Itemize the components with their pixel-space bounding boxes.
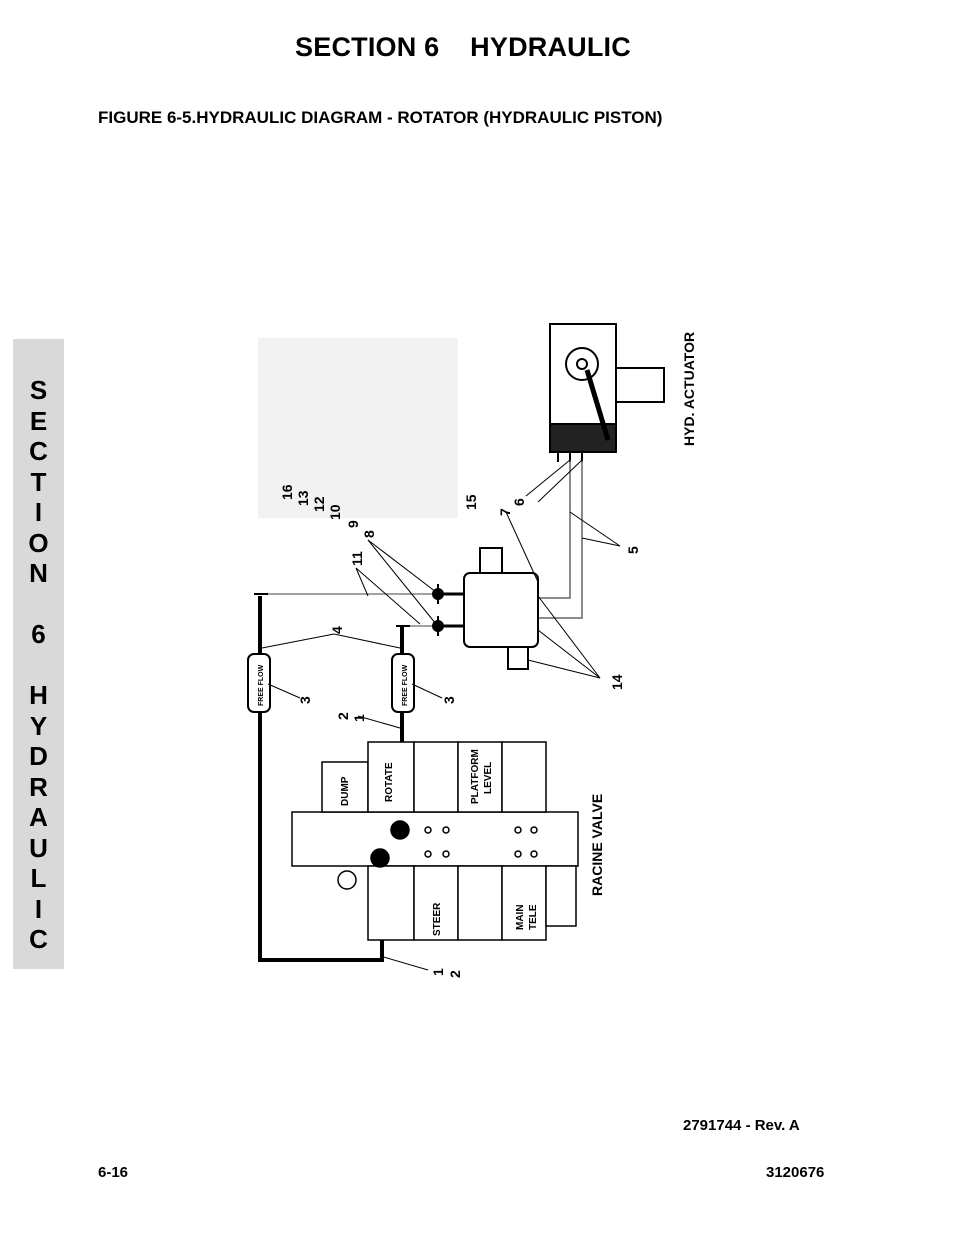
pilot-lines <box>438 592 464 628</box>
counterbalance-valve-block <box>463 547 539 670</box>
side-tab-letter: R <box>29 771 48 802</box>
side-tab-letter: Y <box>29 710 48 741</box>
callout-6: 6 <box>511 498 527 506</box>
free-flow-label-1: FREE FLOW <box>258 664 265 706</box>
dump-label: DUMP <box>340 776 351 806</box>
side-tab-letter: S <box>29 375 48 405</box>
tele-label: TELE <box>528 904 539 930</box>
racine-valve-label: RACINE VALVE <box>589 794 605 896</box>
callout-14: 14 <box>609 674 625 690</box>
figure-title: FIGURE 6-5.HYDRAULIC DIAGRAM - ROTATOR (… <box>98 108 663 127</box>
platform-label: PLATFORM <box>470 749 481 804</box>
hydraulic-diagram: HYD. ACTUATOR FREE FLOW <box>247 323 697 978</box>
racine-valve-bank <box>291 741 579 941</box>
callout-8: 8 <box>361 530 377 538</box>
callout-10: 10 <box>327 504 343 520</box>
callout-13: 13 <box>295 490 311 506</box>
rotate-label: ROTATE <box>384 762 395 802</box>
side-tab-letter: E <box>29 405 48 436</box>
side-tab-letter: I <box>34 497 43 527</box>
callout-1a: 1 <box>351 714 367 722</box>
steer-label: STEER <box>432 902 443 936</box>
callout-5: 5 <box>625 546 641 554</box>
callout-7: 7 <box>497 508 513 516</box>
callout-3a: 3 <box>297 696 313 704</box>
side-tab-letter: T <box>30 466 47 497</box>
side-tab-letter: I <box>34 893 43 924</box>
callout-16: 16 <box>279 484 295 500</box>
section-title: SECTION 6 HYDRAULIC <box>295 32 631 62</box>
free-flow-label-2: FREE FLOW <box>402 664 409 706</box>
callout-1b: 1 <box>430 968 446 976</box>
actuator-hoses <box>538 460 583 619</box>
thin-hoses <box>260 593 432 627</box>
side-tab-letter <box>13 650 64 681</box>
revision-label: 2791744 - Rev. A <box>683 1117 800 1134</box>
side-tab-letter: O <box>28 527 49 558</box>
callout-12: 12 <box>311 496 327 512</box>
callout-2a: 2 <box>335 712 351 720</box>
scan-shade <box>258 338 458 518</box>
side-tab-letter: L <box>30 863 47 893</box>
side-tab-letter: U <box>29 832 48 863</box>
tee-fittings <box>432 584 444 636</box>
document-number: 3120676 <box>766 1164 825 1181</box>
callout-15: 15 <box>463 494 479 510</box>
callout-9: 9 <box>345 520 361 528</box>
hose-caps <box>254 593 410 627</box>
side-tab-letter: N <box>29 558 48 588</box>
side-tab-letter: H <box>29 680 48 710</box>
callout-4: 4 <box>329 626 345 634</box>
hyd-actuator-label: HYD. ACTUATOR <box>681 332 697 446</box>
side-tab-letter: D <box>29 741 48 771</box>
side-tab-letter: C <box>29 436 48 466</box>
page-number: 6-16 <box>98 1164 129 1181</box>
side-tab-letter: C <box>29 924 48 954</box>
callout-leaders <box>261 459 621 971</box>
level-label: LEVEL <box>483 762 494 794</box>
main-label: MAIN <box>515 904 526 930</box>
side-tab-letter: 6 <box>31 619 46 649</box>
hyd-actuator <box>549 323 665 462</box>
side-tab-letter <box>13 589 64 620</box>
callout-3b: 3 <box>441 696 457 704</box>
callout-2b: 2 <box>447 970 463 978</box>
side-tab-letter: A <box>29 802 48 832</box>
free-flow-fitting-2: FREE FLOW <box>391 653 415 713</box>
free-flow-fitting-1: FREE FLOW <box>247 653 271 713</box>
callout-11: 11 <box>349 551 365 566</box>
